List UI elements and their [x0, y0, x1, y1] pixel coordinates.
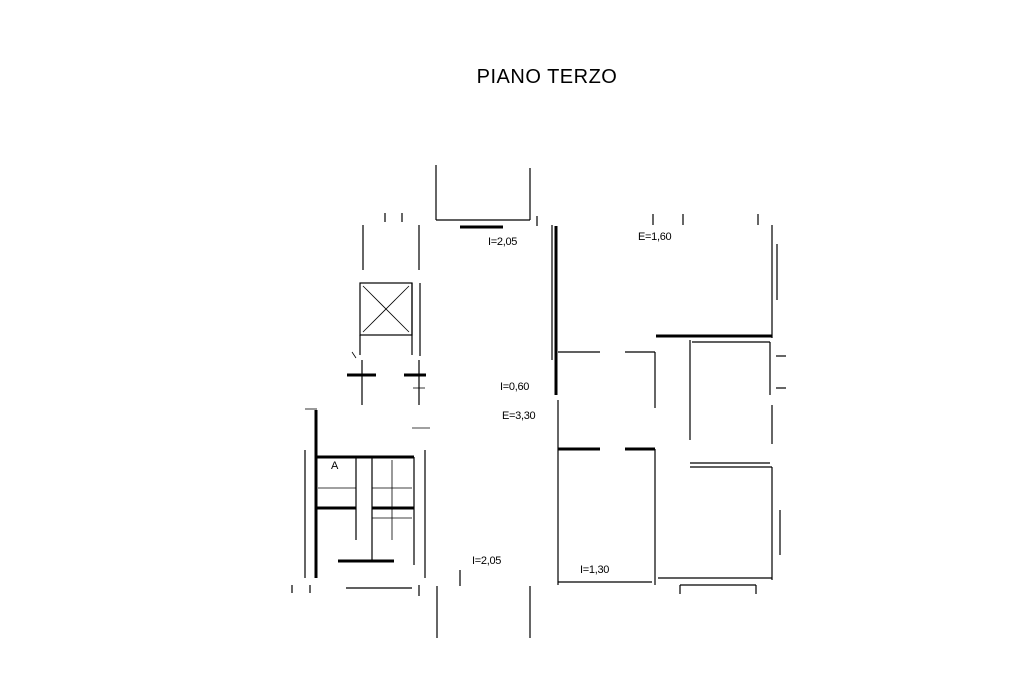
elevator-shaft: [359, 225, 421, 356]
top-niche: [435, 165, 531, 229]
central-wall: [551, 225, 656, 585]
stair-block: [304, 408, 426, 578]
height-label-top-right: E=1,60: [638, 231, 672, 243]
right-rooms: [558, 225, 786, 594]
landing: [347, 351, 430, 429]
height-label-center-1: I=0,60: [500, 381, 530, 393]
plan-title: PIANO TERZO: [476, 66, 618, 88]
stair-mark: A: [331, 460, 339, 472]
height-label-bottom-left: I=2,05: [472, 555, 502, 567]
top-wall-ticks: [384, 213, 759, 226]
height-label-bottom-right: I=1,30: [580, 564, 610, 576]
bottom-left-walls: [291, 570, 531, 638]
height-label-center-2: E=3,30: [502, 410, 536, 422]
height-label-top-left: I=2,05: [488, 236, 518, 248]
